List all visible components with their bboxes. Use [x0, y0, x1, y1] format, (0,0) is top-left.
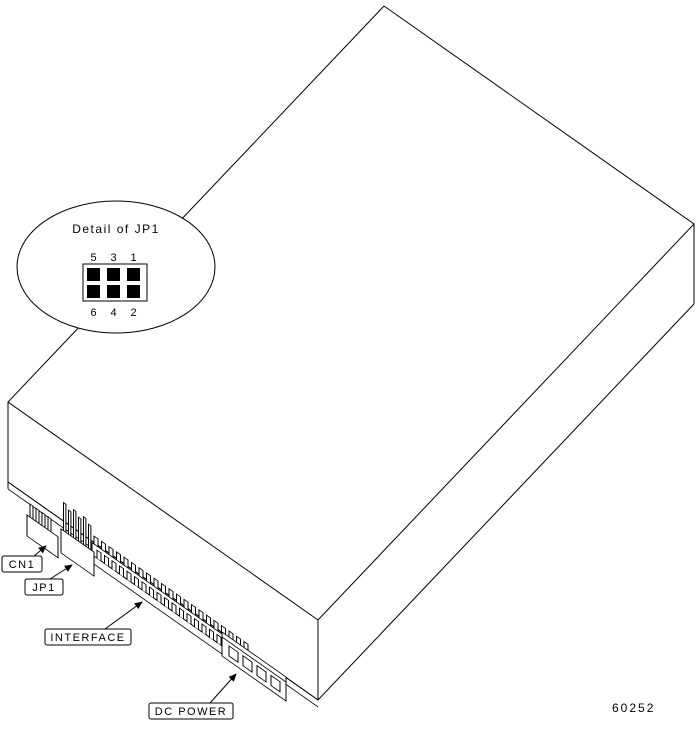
dc-power-pin [228, 645, 239, 664]
pin-label-3: 3 [110, 252, 116, 264]
dc-power-pin [256, 664, 267, 683]
jumper-pad [87, 285, 100, 298]
drive-front-panel [7, 481, 318, 708]
jp1-pin [73, 508, 77, 542]
jumper-pad [127, 285, 140, 298]
dc-power-label: DC POWER [155, 706, 228, 718]
jumper-pin-grid [82, 263, 148, 302]
dc-power-label-box [148, 702, 234, 720]
jp1-leader-line [49, 564, 73, 580]
figure-number: 60252 [612, 701, 655, 715]
cn1-leader-line [33, 545, 47, 557]
callout-cn1: CN1 [1, 545, 47, 573]
jumper-pad [127, 268, 140, 281]
detail-balloon-outline [16, 200, 216, 334]
pin-label-4: 4 [110, 307, 116, 319]
jp1-jumper [60, 501, 95, 577]
dc-power-top-line [222, 636, 286, 683]
dc-power-pin [270, 674, 281, 693]
pin-label-5: 5 [90, 252, 96, 264]
jp1-label-box [24, 578, 64, 596]
dc-power-leader-line [209, 673, 237, 704]
jumper-pad [107, 268, 120, 281]
interface-pin-row-bottom [96, 549, 247, 665]
pin-label-1: 1 [130, 252, 136, 264]
dc-power-connector [221, 631, 287, 702]
dc-power-pin [242, 654, 253, 673]
pin-label-6: 6 [90, 307, 96, 319]
cn1-connector [26, 503, 59, 559]
jp1-pin [83, 515, 87, 549]
jumper-pad [107, 285, 120, 298]
detail-balloon: Detail of JP1 5 3 1 6 4 2 [16, 200, 216, 334]
callout-dc-power: DC POWER [148, 673, 237, 720]
cn1-label-box [1, 555, 43, 573]
interface-pin-row-top [93, 535, 252, 656]
jp1-pin [63, 501, 67, 535]
drive-body [7, 5, 695, 701]
jp1-body [60, 528, 95, 577]
jp1-label: JP1 [32, 582, 55, 594]
jumper-pin-grid-border [82, 263, 148, 302]
cn1-label: CN1 [9, 559, 36, 571]
jp1-pin [68, 509, 72, 538]
detail-title: Detail of JP1 [72, 222, 160, 236]
pin-label-2: 2 [130, 307, 136, 319]
jp1-pin [88, 523, 92, 552]
interface-leader-line [104, 601, 143, 630]
callout-jp1: JP1 [24, 564, 73, 596]
jumper-pad [87, 268, 100, 281]
interface-label-box [44, 628, 132, 646]
interface-label: INTERFACE [50, 632, 125, 644]
callout-interface: INTERFACE [44, 601, 143, 646]
jp1-pin [78, 516, 82, 545]
dc-power-body [221, 631, 287, 702]
